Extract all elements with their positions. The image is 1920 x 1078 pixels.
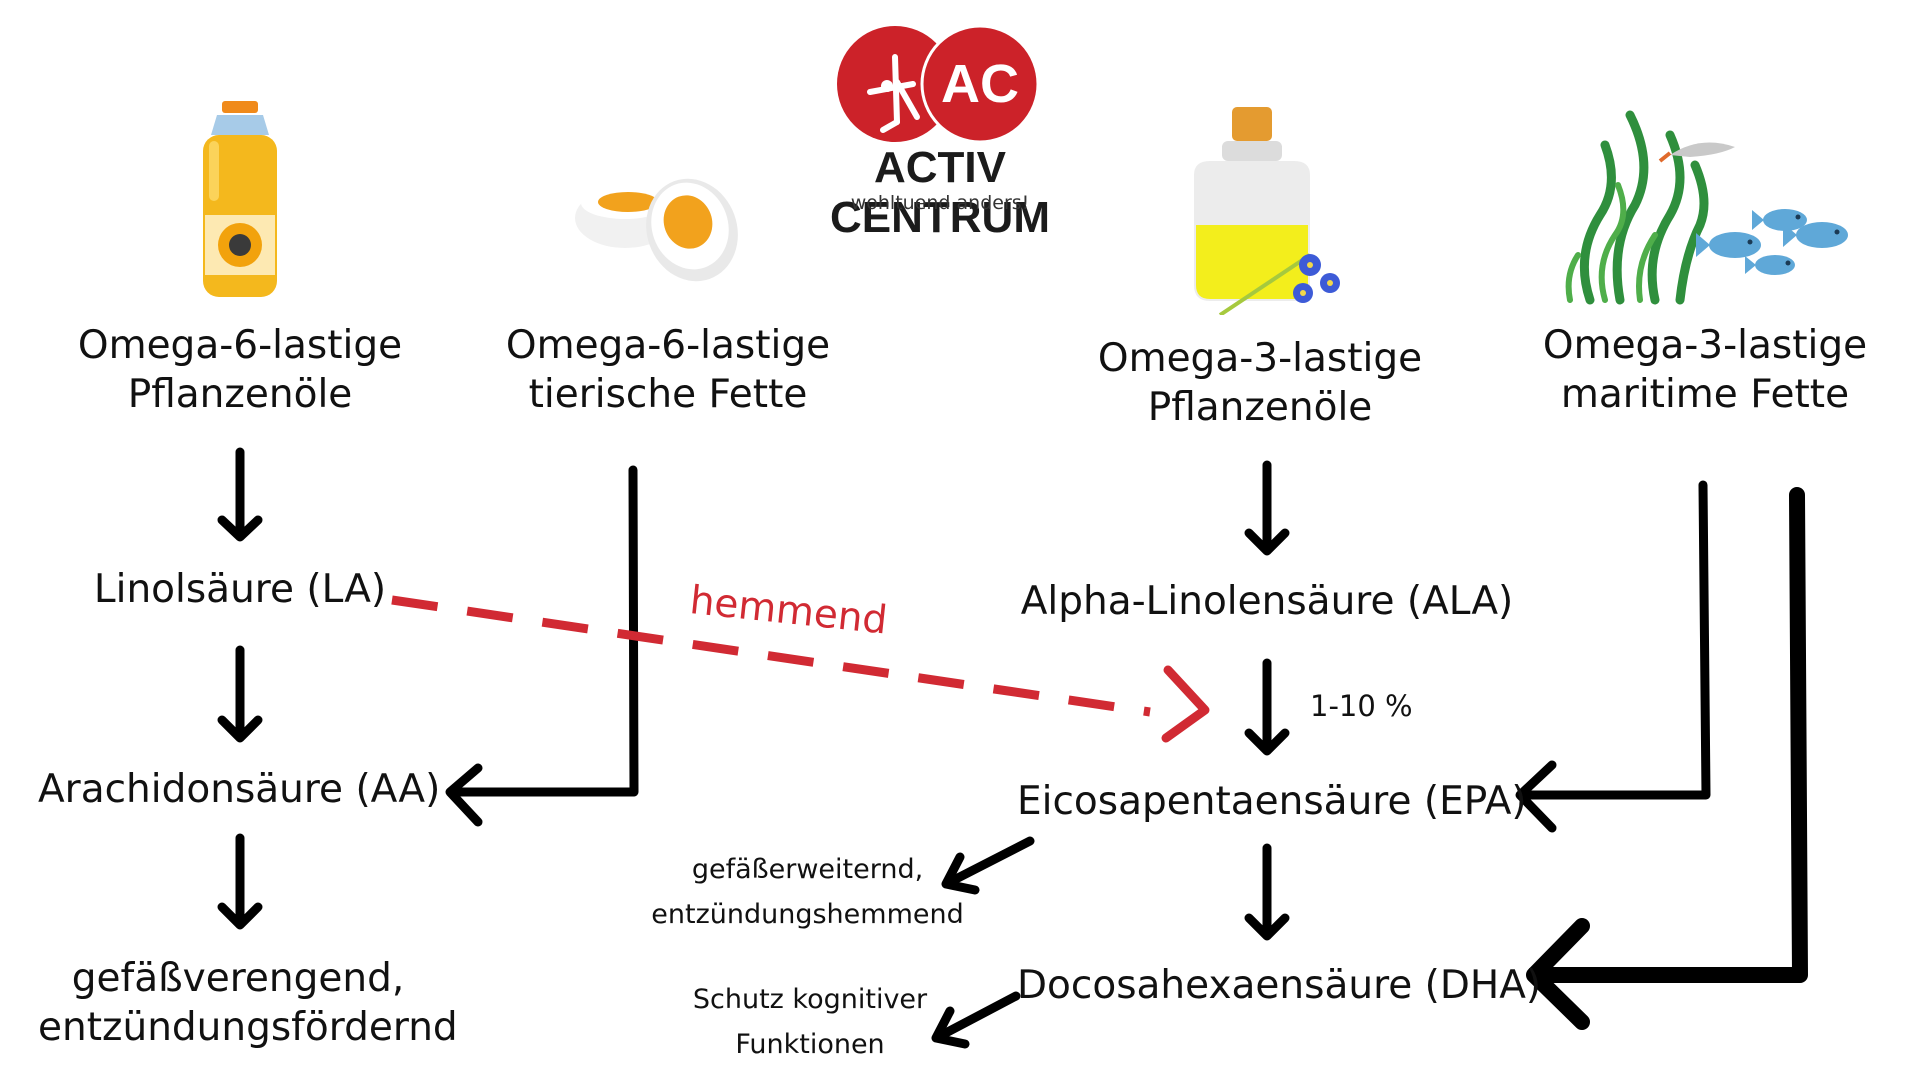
source-omega6-animal: Omega-6-lastige tierische Fette bbox=[468, 322, 868, 420]
source-omega6-plant-line2: Pflanzenöle bbox=[127, 371, 353, 417]
source-omega3-plant-line2: Pflanzenöle bbox=[1147, 384, 1373, 430]
effect-dha: Schutz kognitiver Funktionen bbox=[655, 978, 965, 1067]
arrow-omega3-plant-to-ala bbox=[1244, 460, 1290, 556]
effect-epa: gefäßerweiternd, entzündungshemmend bbox=[635, 848, 980, 937]
sunflower-oil-bottle-icon bbox=[203, 101, 277, 297]
linseed-oil-jar-icon bbox=[1194, 107, 1340, 315]
acid-epa: Eicosapentaensäure (EPA) bbox=[1017, 779, 1527, 824]
arrow-epa-to-effect bbox=[941, 836, 1035, 895]
arrow-inhibit-la-to-epa bbox=[391, 595, 1210, 743]
arrow-omega6-animal-to-aa bbox=[445, 465, 639, 827]
conversion-rate: 1-10 % bbox=[1310, 689, 1413, 723]
arrow-la-to-aa bbox=[217, 645, 263, 743]
seaweed-fish-shrimp-icon bbox=[1565, 110, 1848, 305]
source-omega6-plant: Omega-6-lastige Pflanzenöle bbox=[40, 322, 440, 420]
source-omega6-animal-line1: Omega-6-lastige bbox=[505, 323, 831, 368]
source-omega6-plant-line1: Omega-6-lastige bbox=[77, 323, 403, 368]
brand-name: ACTIV CENTRUM bbox=[830, 143, 1050, 242]
acid-dha: Docosahexaensäure (DHA) bbox=[1017, 963, 1542, 1008]
logo-letters: AC bbox=[941, 54, 1019, 114]
effect-epa-line2: entzündungshemmend bbox=[651, 898, 964, 930]
source-omega3-plant: Omega-3-lastige Pflanzenöle bbox=[1060, 335, 1460, 433]
acid-la: Linolsäure (LA) bbox=[93, 567, 387, 612]
source-omega3-plant-line1: Omega-3-lastige bbox=[1097, 336, 1423, 381]
arrow-epa-to-dha bbox=[1244, 843, 1290, 941]
boiled-egg-icon bbox=[575, 178, 738, 282]
source-omega3-marine-line2: maritime Fette bbox=[1560, 371, 1850, 417]
effect-dha-line2: Funktionen bbox=[735, 1028, 885, 1060]
effect-aa: gefäßverengend, entzündungsfördernd bbox=[38, 955, 458, 1053]
arrow-marine-to-epa bbox=[1515, 480, 1711, 833]
effect-aa-line2: entzündungsfördernd bbox=[38, 1004, 458, 1050]
brand-tagline: wohltuend anders! bbox=[850, 192, 1030, 214]
arrow-ala-to-epa bbox=[1244, 658, 1290, 756]
effect-dha-line1: Schutz kognitiver bbox=[692, 984, 928, 1015]
logo: AC bbox=[835, 22, 1040, 147]
source-omega6-animal-line2: tierische Fette bbox=[528, 371, 808, 417]
arrow-dha-to-effect bbox=[931, 991, 1021, 1049]
arrow-omega6-plant-to-la bbox=[217, 447, 263, 542]
arrow-marine-to-dha bbox=[1526, 487, 1808, 1030]
source-omega3-marine-line1: Omega-3-lastige bbox=[1542, 323, 1868, 368]
acid-aa: Arachidonsäure (AA) bbox=[38, 767, 441, 812]
effect-aa-line1: gefäßverengend, bbox=[71, 956, 405, 1001]
activ-centrum-logo-icon: AC bbox=[837, 24, 1040, 144]
source-omega3-marine: Omega-3-lastige maritime Fette bbox=[1505, 322, 1905, 420]
acid-ala: Alpha-Linolensäure (ALA) bbox=[1020, 579, 1514, 624]
effect-epa-line1: gefäßerweiternd, bbox=[691, 854, 924, 885]
arrow-aa-to-effect bbox=[217, 833, 263, 930]
